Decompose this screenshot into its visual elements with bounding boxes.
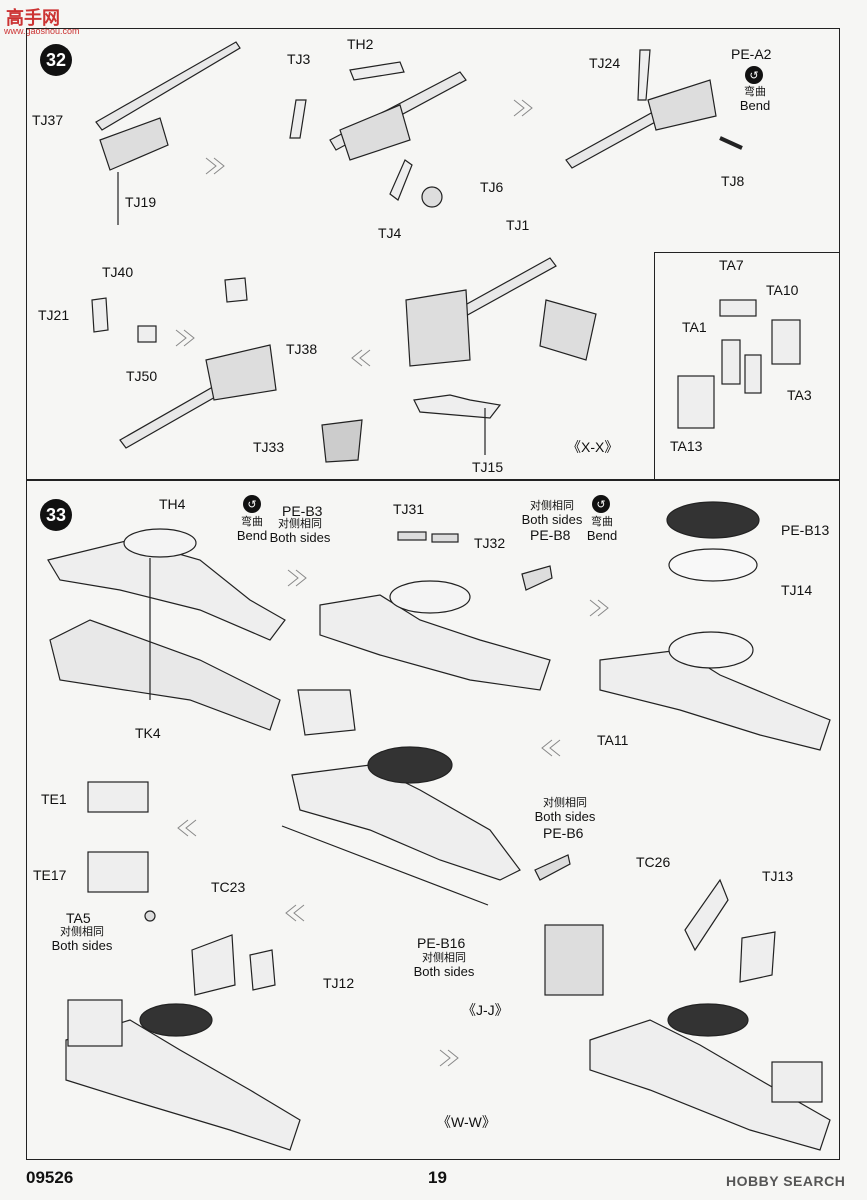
label-pe-b16: PE-B16 <box>417 935 466 951</box>
bend-en: Bend <box>236 527 268 543</box>
hull-part-drawing-5 <box>65 999 301 1151</box>
label-tj1: TJ1 <box>506 217 530 233</box>
label-xx-view: 《X-X》 <box>567 439 619 455</box>
bend-icon: ↺ <box>745 66 763 84</box>
both-sides-note-pe-b6: 对侧相同 Both sides <box>533 797 597 825</box>
both-sides-cn: 对侧相同 <box>422 952 466 964</box>
label-tj38: TJ38 <box>286 341 318 357</box>
label-pe-b8: PE-B8 <box>530 527 571 543</box>
label-ta1: TA1 <box>682 319 707 335</box>
page-number: 19 <box>428 1168 447 1187</box>
bend-en: Bend <box>586 527 618 543</box>
both-sides-cn: 对侧相同 <box>60 926 104 938</box>
label-tj24: TJ24 <box>589 55 621 71</box>
both-sides-en: Both sides <box>51 937 113 953</box>
label-te17: TE17 <box>33 867 67 883</box>
label-pe-b6: PE-B6 <box>543 825 584 841</box>
both-sides-cn: 对侧相同 <box>278 518 322 530</box>
label-ta11: TA11 <box>597 732 629 748</box>
label-tj40: TJ40 <box>102 264 134 280</box>
both-sides-en: Both sides <box>521 511 583 527</box>
label-tj3: TJ3 <box>287 51 311 67</box>
label-ta13: TA13 <box>670 438 703 454</box>
machine-gun-drawing-2 <box>289 61 467 208</box>
step-arrows <box>175 99 609 1067</box>
label-tj37: TJ37 <box>32 112 64 128</box>
step-33-panel <box>26 480 840 1160</box>
both-sides-cn: 对侧相同 <box>543 797 587 809</box>
hull-part-drawing-1 <box>47 528 286 731</box>
step-33-badge: 33 <box>40 499 72 531</box>
bend-icon: ↺ <box>243 495 261 513</box>
label-pe-a2: PE-A2 <box>731 46 772 62</box>
label-tc23: TC23 <box>211 879 246 895</box>
detail-inset-panel <box>654 252 840 480</box>
both-sides-en: Both sides <box>534 808 596 824</box>
label-tj32: TJ32 <box>474 535 506 551</box>
label-jj-view: 《J-J》 <box>462 1002 509 1018</box>
both-sides-en: Both sides <box>413 963 475 979</box>
both-sides-note-pe-b8: 对侧相同 Both sides <box>520 500 584 528</box>
both-sides-note-pe-b16: 对侧相同 Both sides <box>410 952 478 980</box>
label-pe-b3: PE-B3 <box>282 503 323 519</box>
label-th2: TH2 <box>347 36 374 52</box>
watermark-url: www.gaoshou.com <box>4 26 80 36</box>
bend-note-step32: 弯曲 Bend <box>735 86 775 114</box>
label-th4: TH4 <box>159 496 186 512</box>
bend-cn: 弯曲 <box>241 516 263 528</box>
label-tc26: TC26 <box>636 854 671 870</box>
bend-icon: ↺ <box>592 495 610 513</box>
label-tj12: TJ12 <box>323 975 355 991</box>
label-tj4: TJ4 <box>378 225 402 241</box>
watermark-logo: 高手网 <box>6 8 60 28</box>
bend-note-right: 弯曲 Bend <box>580 516 624 544</box>
label-te1: TE1 <box>41 791 67 807</box>
both-sides-cn: 对侧相同 <box>530 500 574 512</box>
label-tj15: TJ15 <box>472 459 504 475</box>
kit-code: 09526 <box>26 1168 74 1187</box>
bend-en: Bend <box>739 97 771 113</box>
label-tk4: TK4 <box>135 725 161 741</box>
label-ta3: TA3 <box>787 387 812 403</box>
label-ta5: TA5 <box>66 910 91 926</box>
label-tj8: TJ8 <box>721 173 745 189</box>
machine-gun-drawing-5 <box>405 257 597 455</box>
label-ww-view: 《W-W》 <box>437 1114 496 1130</box>
machine-gun-drawing-3 <box>565 49 743 169</box>
small-parts-drawing <box>87 781 276 996</box>
label-tj14: TJ14 <box>781 582 813 598</box>
hobby-search-logo: HOBBY SEARCH <box>726 1173 846 1189</box>
both-sides-note-ta5: 对侧相同 Both sides <box>44 926 120 954</box>
label-pe-b13: PE-B13 <box>781 522 830 538</box>
both-sides-note-pe-b3: 对侧相同 Both sides <box>266 518 334 546</box>
label-tj31: TJ31 <box>393 501 425 517</box>
machine-gun-drawing-1 <box>95 41 241 225</box>
bend-note-left: 弯曲 Bend <box>230 516 274 544</box>
hull-part-drawing-4 <box>281 689 571 906</box>
step-32-badge: 32 <box>40 44 72 76</box>
label-tj50: TJ50 <box>126 368 158 384</box>
bend-cn: 弯曲 <box>744 86 766 98</box>
label-tj33: TJ33 <box>253 439 285 455</box>
label-tj21: TJ21 <box>38 307 70 323</box>
label-ta10: TA10 <box>766 282 799 298</box>
both-sides-en: Both sides <box>269 529 331 545</box>
bend-cn: 弯曲 <box>591 516 613 528</box>
label-ta7: TA7 <box>719 257 744 273</box>
machine-gun-drawing-4 <box>91 277 363 463</box>
hull-part-drawing-2 <box>319 531 553 691</box>
hull-part-drawing-3 <box>599 501 831 751</box>
label-tj13: TJ13 <box>762 868 794 884</box>
inset-parts-drawing <box>677 299 801 429</box>
label-tj19: TJ19 <box>125 194 157 210</box>
hull-part-drawing-6 <box>544 878 831 1151</box>
label-tj6: TJ6 <box>480 179 504 195</box>
